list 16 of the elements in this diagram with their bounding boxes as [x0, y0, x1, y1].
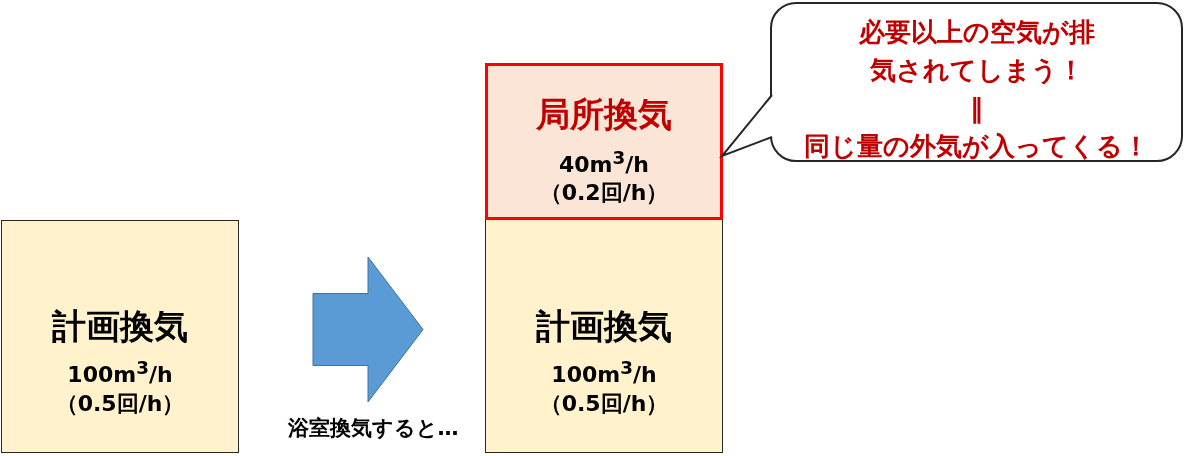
callout-text: 必要以上の空気が排気されてしまう！: [857, 16, 1096, 87]
edge-label: 浴室換気すると…: [287, 415, 459, 441]
box-title: 計画換気: [536, 306, 672, 346]
ventilation-box: [1, 220, 239, 453]
box-title: 局所換気: [536, 94, 672, 134]
bubble-tail: [718, 94, 773, 159]
ventilation-box: [485, 219, 723, 453]
block-arrow: [312, 256, 424, 403]
box-title: 計画換気: [52, 306, 188, 346]
flow-rate-text: 100m$^{3}$/h （0.5回/h）: [538, 356, 670, 419]
speech-bubble: [770, 2, 1183, 162]
flow-rate-text: 100m$^{3}$/h （0.5回/h）: [54, 356, 186, 419]
callout-text: 同じ量の外気が入ってくる！: [804, 130, 1149, 163]
highlighted-box: [485, 63, 723, 220]
equals-sign: ‖: [970, 92, 983, 126]
flow-rate-text: 40m$^{3}$/h （0.2回/h）: [538, 146, 670, 208]
